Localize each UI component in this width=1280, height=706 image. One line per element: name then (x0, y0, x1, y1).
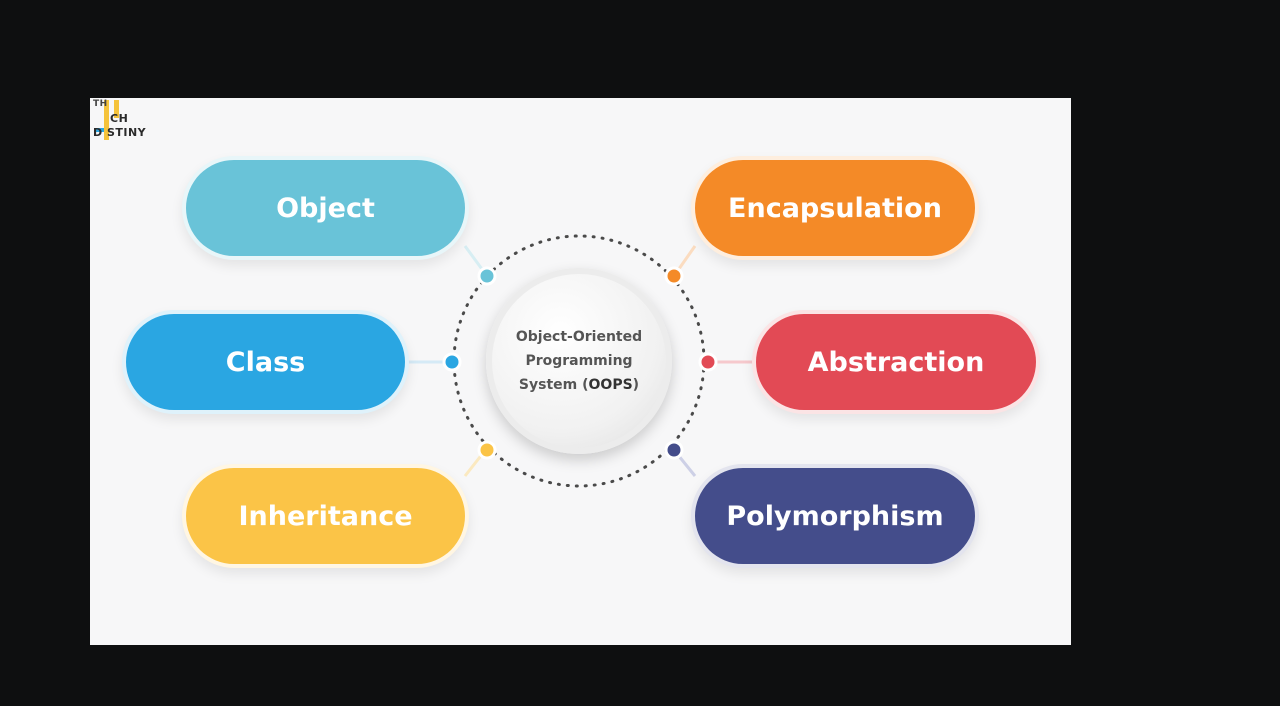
connector-dot-inheritance (477, 440, 497, 460)
center-title: Object-Oriented Programming System (OOPS… (504, 325, 654, 397)
concept-label-abstraction: Abstraction (807, 346, 985, 378)
concept-pill-class: Class (122, 310, 409, 414)
center-title-line1: Object-Oriented (515, 329, 643, 345)
concept-label-encapsulation: Encapsulation (728, 192, 942, 224)
center-title-line3-prefix: System ( (518, 377, 589, 393)
center-title-line2: Programming (525, 353, 633, 369)
concept-pill-inheritance: Inheritance (182, 464, 469, 568)
concept-pill-object: Object (182, 156, 469, 260)
diagram-panel: TH CH D STINY Object Class Inheritance E… (90, 98, 1071, 645)
concept-pill-encapsulation: Encapsulation (691, 156, 979, 260)
concept-label-polymorphism: Polymorphism (726, 500, 944, 532)
logo-text-line1: TH (93, 99, 108, 109)
center-title-line3: System (OOPS) (504, 373, 654, 397)
logo-text-line3: D STINY (93, 126, 147, 139)
center-hub: Object-Oriented Programming System (OOPS… (486, 268, 672, 454)
connector-dot-class (442, 352, 462, 372)
connector-layer (408, 234, 754, 488)
logo-mark (94, 100, 119, 140)
logo-text-line2: CH (110, 112, 129, 125)
connector-dot-polymorphism (664, 440, 684, 460)
concept-pill-abstraction: Abstraction (752, 310, 1040, 414)
connector-dot-abstraction (698, 352, 718, 372)
connector-dot-encapsulation (664, 266, 684, 286)
connector-dot-object (477, 266, 497, 286)
center-title-line3-suffix: ) (632, 377, 640, 393)
concept-label-inheritance: Inheritance (238, 500, 413, 532)
concept-pill-polymorphism: Polymorphism (691, 464, 979, 568)
concept-label-object: Object (276, 192, 375, 224)
center-title-abbr: OOPS (588, 377, 633, 393)
concept-label-class: Class (225, 346, 306, 378)
tech-destiny-logo: TH CH D STINY (90, 98, 180, 146)
